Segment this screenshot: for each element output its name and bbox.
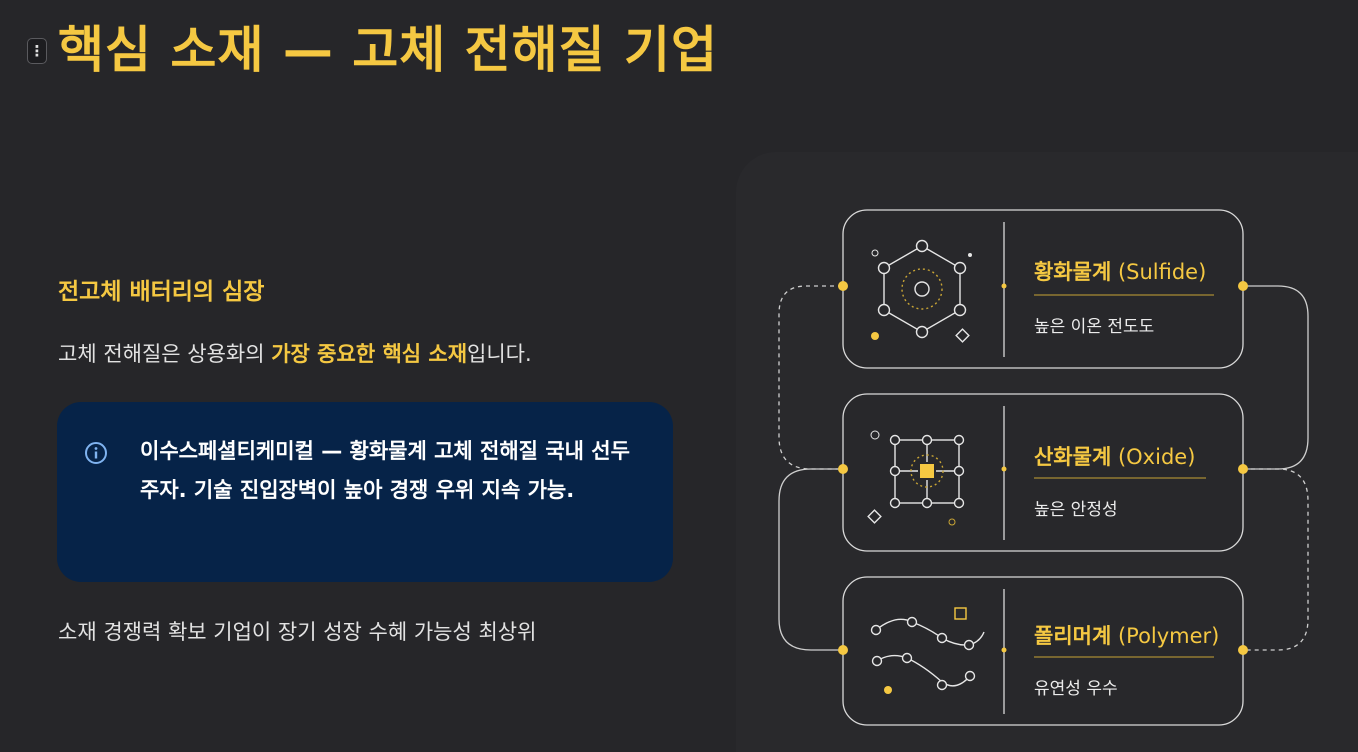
callout-text: 이수스페셜티케미컬 — 황화물계 고체 전해질 국내 선두 주자. 기술 진입장… xyxy=(140,439,630,502)
body-text-prefix: 고체 전해질은 상용화의 xyxy=(58,342,272,366)
card-subtitle-oxide: 높은 안정성 xyxy=(1034,500,1118,520)
body-paragraph: 고체 전해질은 상용화의 가장 중요한 핵심 소재입니다. xyxy=(58,338,532,368)
card-title-polymer: 폴리머계 (Polymer) xyxy=(1034,624,1220,648)
card-sulfide xyxy=(842,209,1244,369)
connector-left-1 xyxy=(778,285,842,470)
card-polymer xyxy=(842,576,1244,726)
info-callout: 이수스페셜티케미컬 — 황화물계 고체 전해질 국내 선두 주자. 기술 진입장… xyxy=(57,402,673,582)
connector-right-1 xyxy=(1243,285,1309,470)
info-icon xyxy=(85,442,107,464)
card-oxide xyxy=(842,393,1244,552)
footer-statement: 소재 경쟁력 확보 기업이 장기 성장 수혜 가능성 최상위 xyxy=(58,620,537,644)
body-text-highlight: 가장 중요한 핵심 소재 xyxy=(271,342,468,366)
hexagon-molecule-icon xyxy=(871,239,970,343)
card-title-sulfide: 황화물계 (Sulfide) xyxy=(1034,260,1207,284)
menu-button[interactable]: ⋮ xyxy=(27,38,47,64)
diagram-graphics xyxy=(778,209,1309,726)
section-subheading: 전고체 배터리의 심장 xyxy=(58,279,265,305)
polymer-chain-icon xyxy=(870,607,985,691)
page-title: 핵심 소재 — 고체 전해질 기업 xyxy=(58,21,719,79)
card-title-oxide: 산화물계 (Oxide) xyxy=(1034,445,1196,469)
card-subtitle-sulfide: 높은 이온 전도도 xyxy=(1034,317,1155,337)
body-text-suffix: 입니다. xyxy=(467,342,532,366)
electrolyte-types-diagram: 황화물계 (Sulfide) 높은 이온 전도도 산화물계 (Oxide) 높은… xyxy=(736,152,1358,752)
connector-left-2 xyxy=(778,468,842,651)
connector-right-2 xyxy=(1243,468,1309,651)
card-subtitle-polymer: 유연성 우수 xyxy=(1034,679,1118,699)
